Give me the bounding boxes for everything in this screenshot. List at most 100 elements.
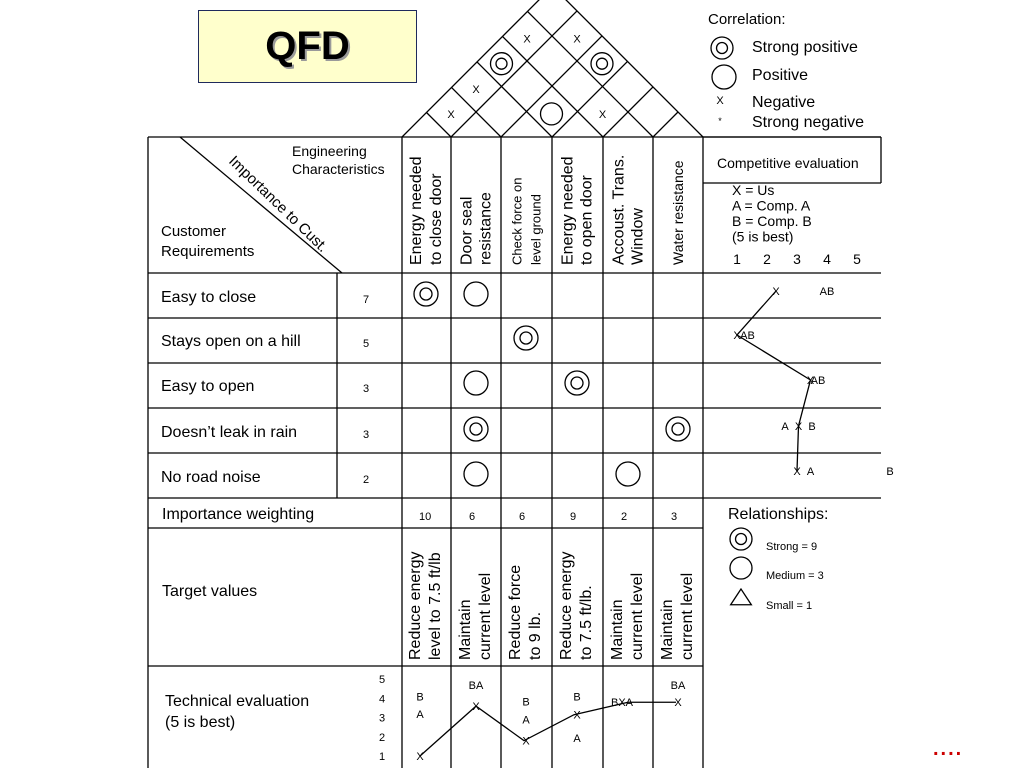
technical-rating-b: B	[522, 696, 529, 708]
legend-label-x-mark: Negative	[752, 94, 815, 111]
technical-scale-tick: 1	[379, 751, 385, 763]
engineering-characteristics-label: Engineering	[292, 143, 367, 159]
relationship-circle	[463, 370, 489, 396]
relationships-legend-double-circle-inner	[734, 532, 748, 546]
relationship-double-circle-inner	[519, 331, 533, 345]
competitive-legend-line: A = Comp. A	[732, 198, 811, 214]
roof-grid-line	[551, 60, 628, 138]
competitive-rating-ab: AB	[820, 286, 835, 298]
competitive-us-line	[735, 290, 812, 472]
technical-rating-b: B	[573, 691, 580, 703]
technical-rating-a: A	[573, 733, 581, 745]
technical-rating-x: X	[573, 710, 581, 722]
technical-scale-tick: 5	[379, 674, 385, 686]
engineering-characteristic-5: Window	[630, 208, 647, 265]
competitive-rating-b: B	[886, 466, 893, 478]
legend-label-star-mark: Strong negative	[752, 114, 864, 131]
competitive-rating-ab: AB	[740, 330, 755, 342]
target-value-6: Maintain	[659, 600, 676, 660]
legend-strong-positive-symbol	[710, 36, 734, 60]
roof-mark-circle	[539, 102, 564, 126]
roof-mark-negative: X	[523, 34, 531, 46]
legend-label-circle: Positive	[752, 67, 808, 84]
relationships-legend-circle	[729, 556, 753, 580]
more-indicator: ....	[933, 738, 964, 760]
legend-positive-symbol	[711, 64, 737, 90]
legend-strong-positive-symbol-inner	[715, 41, 729, 55]
target-values-label: Target values	[162, 583, 257, 600]
requirement-importance: 3	[363, 383, 369, 395]
target-value-1: Reduce energy	[407, 551, 424, 660]
requirement-name: No road noise	[161, 469, 261, 486]
competitive-scale-tick: 4	[823, 251, 831, 267]
competitive-scale-tick: 1	[733, 251, 741, 267]
competitive-scale-tick: 5	[853, 251, 861, 267]
technical-rating-x: X	[674, 697, 682, 709]
requirement-name: Stays open on a hill	[161, 333, 301, 350]
engineering-characteristic-4: Energy needed	[560, 156, 577, 265]
target-value-3: Reduce force	[507, 565, 524, 660]
requirement-name: Doesn’t leak in rain	[161, 424, 297, 441]
target-value-6: current level	[679, 573, 696, 660]
requirement-importance: 3	[363, 429, 369, 441]
requirement-importance: 5	[363, 338, 369, 350]
technical-us-line	[419, 701, 676, 757]
relationship-circle	[615, 461, 641, 487]
relationship-double-circle	[413, 281, 439, 307]
roof-grid-line	[527, 10, 654, 138]
relationships-heading: Relationships:	[728, 506, 829, 523]
importance-weighting-label: Importance weighting	[162, 506, 314, 523]
relationships-legend-double-circle	[729, 527, 753, 551]
technical-scale-tick: 2	[379, 732, 385, 744]
technical-rating-ba: BA	[469, 680, 484, 692]
technical-evaluation-label: (5 is best)	[165, 714, 235, 731]
technical-rating-x: X	[416, 751, 424, 763]
page-title: QFD	[265, 24, 350, 68]
relationships-legend-label: Small = 1	[766, 600, 812, 612]
roof-grid-line	[500, 35, 603, 138]
target-value-2: Maintain	[457, 600, 474, 660]
competitive-rating-x: X	[733, 330, 741, 342]
engineering-characteristic-1: to close door	[428, 173, 445, 265]
requirement-importance: 7	[363, 294, 369, 306]
engineering-characteristic-2: resistance	[478, 192, 495, 265]
relationship-double-circle-inner	[469, 422, 483, 436]
roof-outline	[401, 0, 704, 138]
correlation-heading: Correlation:	[708, 11, 786, 28]
relationship-double-circle-inner	[419, 287, 433, 301]
technical-rating-a: A	[522, 715, 530, 727]
engineering-characteristic-3: level ground	[529, 194, 544, 265]
customer-requirements-label: Requirements	[161, 243, 254, 260]
relationship-circle	[463, 461, 489, 487]
competitive-legend-line: B = Comp. B	[732, 213, 812, 229]
competitive-scale-tick: 2	[763, 251, 771, 267]
engineering-characteristic-5: Accoust. Trans.	[611, 155, 628, 265]
roof-mark-negative: X	[573, 34, 581, 46]
technical-rating-b: B	[416, 691, 423, 703]
relationship-double-circle-inner	[671, 422, 685, 436]
competitive-legend-line: (5 is best)	[732, 229, 793, 245]
engineering-characteristics-label: Characteristics	[292, 161, 385, 177]
importance-weighting-value: 2	[621, 511, 627, 523]
header-diagonal-1	[179, 136, 343, 274]
competitive-rating-x: X	[793, 466, 801, 478]
target-value-5: Maintain	[609, 600, 626, 660]
technical-scale-tick: 3	[379, 713, 385, 725]
roof-mark-double-circle	[489, 52, 514, 76]
legend-x-mark-symbol: X	[716, 95, 724, 107]
relationship-double-circle-inner	[570, 376, 584, 390]
importance-weighting-value: 6	[469, 511, 475, 523]
roof-mark-double-circle-inner	[495, 57, 508, 70]
technical-scale-tick: 4	[379, 693, 385, 705]
customer-requirements-label: Customer	[161, 223, 226, 240]
target-value-1: level to 7.5 ft/lb	[427, 552, 444, 660]
competitive-rating-a: A	[807, 466, 815, 478]
engineering-characteristic-3: Check force on	[510, 178, 525, 265]
target-value-2: current level	[477, 573, 494, 660]
importance-weighting-value: 10	[419, 511, 431, 523]
relationship-circle	[463, 281, 489, 307]
legend-star-mark-symbol: *	[718, 116, 722, 126]
relationship-double-circle	[665, 416, 691, 442]
